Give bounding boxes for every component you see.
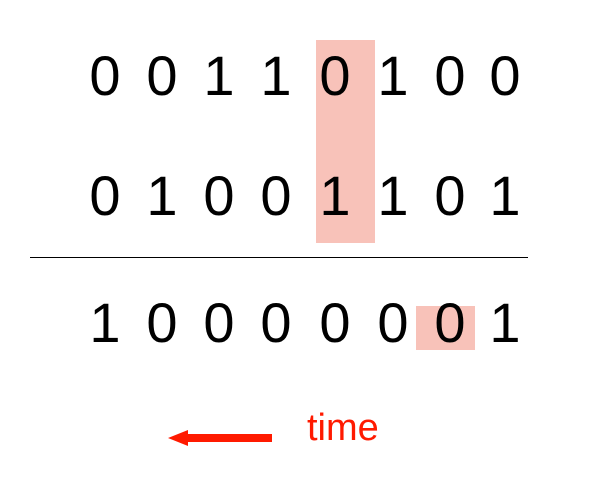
result-row: 1 0 0 0 0 0 0 1 — [85, 288, 520, 358]
second-operand-digit: 0 — [260, 164, 292, 227]
second-operand-digit: 1 — [377, 164, 409, 227]
left-arrow-icon — [168, 430, 272, 446]
first-operand-digit: 0 — [434, 44, 466, 107]
result-digit: 0 — [319, 291, 351, 354]
first-operand-digit: 0 — [146, 44, 178, 107]
highlighted-result-digit — [416, 306, 475, 350]
second-operand-row: 0 1 0 0 1 1 0 1 — [85, 161, 520, 231]
result-digit: 0 — [260, 291, 292, 354]
first-operand-digit: 0 — [319, 44, 351, 107]
time-label: time — [307, 407, 379, 449]
first-operand-row: 0 0 1 1 0 1 0 0 — [85, 41, 520, 111]
first-operand-digit: 0 — [89, 44, 121, 107]
second-operand-digit: 0 — [203, 164, 235, 227]
first-operand-digit: 1 — [203, 44, 235, 107]
result-digit: 1 — [89, 291, 121, 354]
second-operand-digit: 0 — [89, 164, 121, 227]
result-digit: 0 — [146, 291, 178, 354]
result-digit: 0 — [434, 291, 466, 354]
second-operand-digit: 1 — [146, 164, 178, 227]
second-operand-digit: 1 — [319, 164, 351, 227]
first-operand-digit: 1 — [260, 44, 292, 107]
sum-divider-line — [30, 257, 528, 258]
first-operand-digit: 0 — [489, 44, 521, 107]
second-operand-digit: 0 — [434, 164, 466, 227]
result-digit: 0 — [203, 291, 235, 354]
highlighted-column — [316, 40, 375, 243]
second-operand-digit: 1 — [489, 164, 521, 227]
result-digit: 1 — [489, 291, 521, 354]
result-digit: 0 — [377, 291, 409, 354]
first-operand-digit: 1 — [377, 44, 409, 107]
